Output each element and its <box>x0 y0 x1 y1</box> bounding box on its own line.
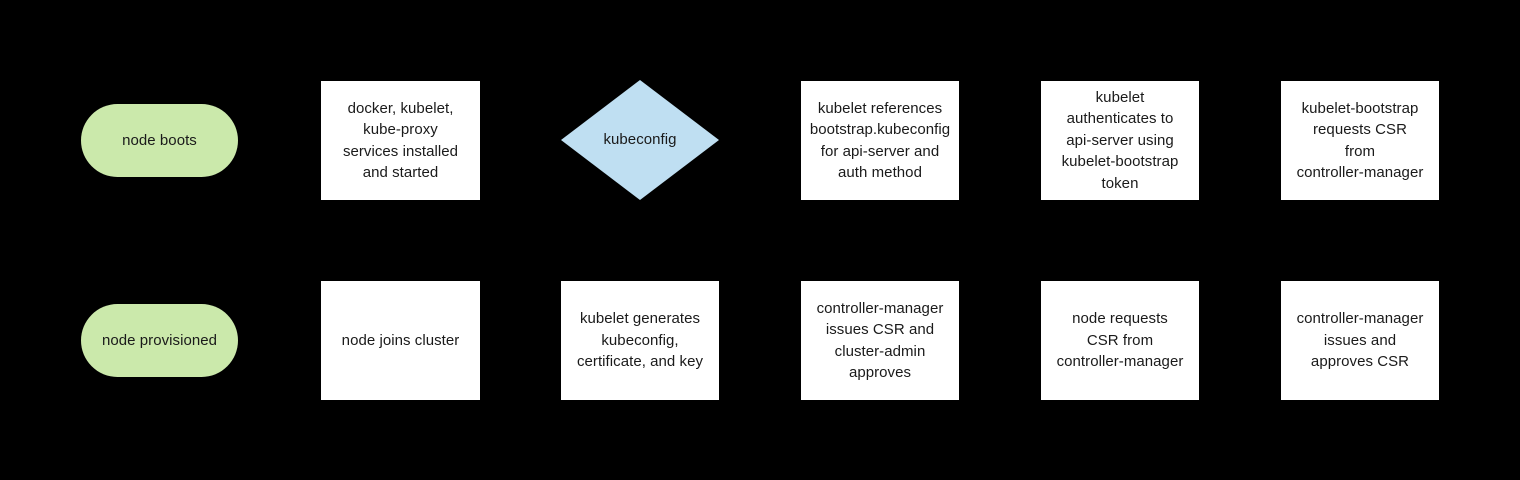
node-label: kubelet-bootstrap requests CSR from cont… <box>1296 99 1424 182</box>
node-label: kubelet authenticates to api-server usin… <box>1061 88 1179 192</box>
node-bootstrap-requests-csr[interactable]: kubelet-bootstrap requests CSR from cont… <box>1281 81 1439 200</box>
node-kubelet-generates[interactable]: kubelet generates kubeconfig, certificat… <box>561 281 719 400</box>
node-label: node provisioned <box>101 331 218 349</box>
node-label: docker, kubelet, kube-proxy services ins… <box>342 99 459 182</box>
node-label: kubelet generates kubeconfig, certificat… <box>576 310 704 371</box>
node-node-provisioned[interactable]: node provisioned <box>81 304 238 377</box>
node-label: node requests CSR from controller-manage… <box>1056 310 1184 371</box>
node-label: node joins cluster <box>341 331 460 349</box>
diamond-shape-icon <box>561 80 719 200</box>
node-node-boots[interactable]: node boots <box>81 104 238 177</box>
node-node-requests-csr[interactable]: node requests CSR from controller-manage… <box>1041 281 1199 400</box>
node-cm-issues-approves[interactable]: controller-manager issues and approves C… <box>1281 281 1439 400</box>
node-services-installed[interactable]: docker, kubelet, kube-proxy services ins… <box>321 81 480 200</box>
node-node-joins-cluster[interactable]: node joins cluster <box>321 281 480 400</box>
node-kubeconfig-decision[interactable]: kubeconfig <box>561 80 719 200</box>
node-label: node boots <box>122 131 197 149</box>
node-kubelet-references[interactable]: kubelet references bootstrap.kubeconfig … <box>801 81 959 200</box>
node-label: kubeconfig <box>603 131 677 149</box>
node-label: kubelet references bootstrap.kubeconfig … <box>809 99 951 182</box>
node-cm-issues-csr[interactable]: controller-manager issues CSR and cluste… <box>801 281 959 400</box>
node-label: controller-manager issues CSR and cluste… <box>816 299 944 382</box>
node-label: controller-manager issues and approves C… <box>1296 310 1424 371</box>
node-kubelet-authenticates[interactable]: kubelet authenticates to api-server usin… <box>1041 81 1199 200</box>
